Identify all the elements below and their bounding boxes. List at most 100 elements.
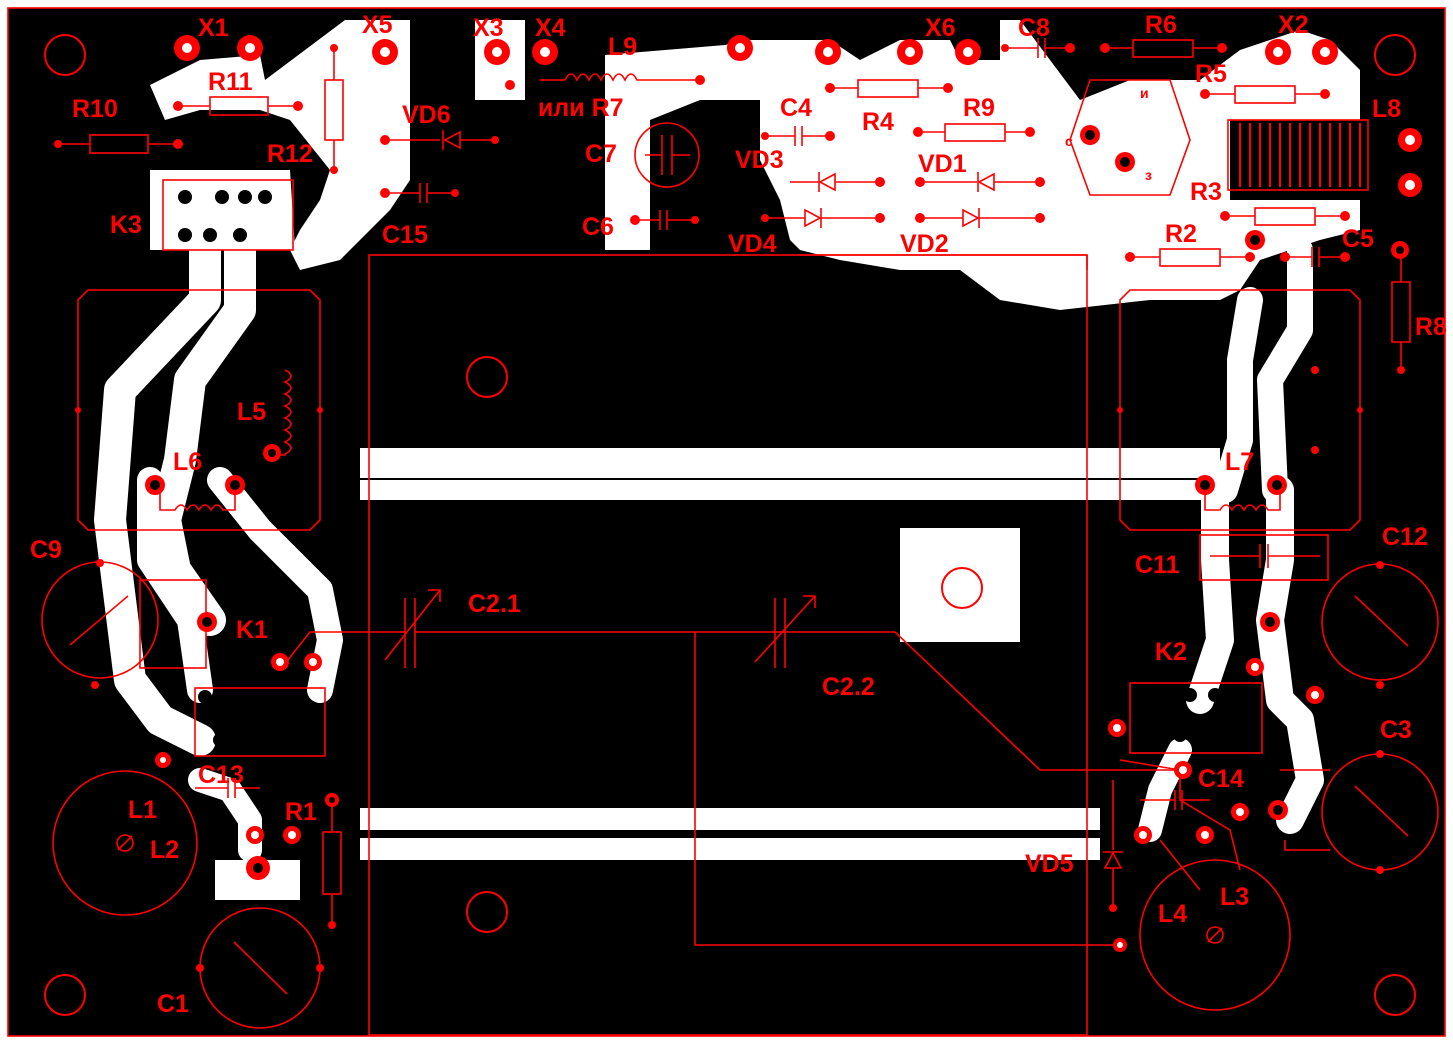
label-r8: R8 bbox=[1415, 313, 1447, 341]
capacitor-c7 bbox=[634, 122, 700, 188]
pad-x4 bbox=[532, 39, 558, 65]
diode-vd1 bbox=[920, 172, 1040, 192]
relay-pads bbox=[178, 190, 1247, 747]
label-l5: L5 bbox=[237, 398, 266, 426]
pad-top-mid2 bbox=[815, 39, 841, 65]
label-c2-1: C2.1 bbox=[468, 590, 521, 618]
label-l8: L8 bbox=[1372, 95, 1401, 123]
label-c15: C15 bbox=[382, 221, 428, 249]
capacitor-c11 bbox=[1210, 544, 1320, 568]
label-c8: C8 bbox=[1018, 14, 1050, 42]
board-outline bbox=[7, 7, 1446, 1037]
l8-choke bbox=[1227, 119, 1369, 191]
label-l4: L4 bbox=[1158, 900, 1187, 928]
transistor-outline bbox=[1069, 79, 1191, 196]
label-k2: K2 bbox=[1155, 638, 1187, 666]
capacitor-c15 bbox=[385, 183, 455, 203]
k2-relay-outline bbox=[1129, 682, 1263, 754]
label-c3: C3 bbox=[1380, 716, 1412, 744]
pin-mark-z: з bbox=[1145, 167, 1152, 183]
label-l1: L1 bbox=[128, 796, 157, 824]
label-x5: X5 bbox=[362, 11, 393, 39]
label-vd1: VD1 bbox=[918, 150, 967, 178]
pad-x1b bbox=[237, 35, 263, 61]
label-vd3: VD3 bbox=[735, 146, 784, 174]
pad-top-mid bbox=[727, 35, 753, 61]
label-r11: R11 bbox=[208, 68, 253, 96]
pin-mark-s: с bbox=[1065, 133, 1073, 149]
label-c9: C9 bbox=[30, 536, 62, 564]
enclosure-outline bbox=[368, 254, 1088, 1036]
label-c12: C12 bbox=[1382, 523, 1428, 551]
diode-vd3 bbox=[790, 172, 880, 192]
pad-x2 bbox=[1265, 39, 1291, 65]
pad-x6b bbox=[955, 39, 981, 65]
pad-x6 bbox=[897, 39, 923, 65]
label-c6: C6 bbox=[582, 213, 614, 241]
label-r6: R6 bbox=[1145, 11, 1177, 39]
mounting-hole bbox=[1374, 34, 1416, 76]
pad-x2b bbox=[1312, 39, 1338, 65]
pad-x5 bbox=[372, 39, 398, 65]
label-vd6: VD6 bbox=[402, 101, 451, 129]
pad-l8-a bbox=[1398, 128, 1422, 152]
label-r7: или R7 bbox=[538, 94, 624, 122]
k3-relay-outline bbox=[162, 179, 294, 251]
label-c1: C1 bbox=[157, 990, 189, 1018]
label-l7: L7 bbox=[1225, 448, 1254, 476]
pad-l8-b bbox=[1398, 173, 1422, 197]
label-r1: R1 bbox=[285, 798, 317, 826]
label-l3: L3 bbox=[1220, 883, 1249, 911]
variable-capacitor-c2-1 bbox=[279, 589, 895, 671]
label-r10: R10 bbox=[72, 95, 118, 123]
label-k1: K1 bbox=[236, 616, 268, 644]
inductor-l9 bbox=[540, 73, 700, 82]
label-x1: X1 bbox=[198, 14, 229, 42]
capacitor-c13 bbox=[195, 778, 260, 798]
k1-relay-outline bbox=[194, 687, 326, 757]
c11-outline bbox=[1199, 534, 1329, 581]
mounting-hole bbox=[1374, 974, 1416, 1016]
copper-layer bbox=[150, 20, 1360, 900]
label-c5: C5 bbox=[1342, 225, 1374, 253]
pad-ring bbox=[145, 125, 1409, 952]
label-x6: X6 bbox=[925, 14, 956, 42]
pad-generic bbox=[54, 43, 1405, 972]
right-module-outline bbox=[1119, 289, 1361, 531]
mounting-hole bbox=[44, 974, 86, 1016]
mounting-hole bbox=[941, 567, 983, 609]
inductor-l5 bbox=[275, 369, 292, 456]
mounting-holes bbox=[44, 34, 1416, 1016]
mounting-hole bbox=[466, 891, 508, 933]
component-labels: X1 X5 X3 X4 L9 или R7 X6 C8 R6 X2 R5 L8 … bbox=[30, 11, 1447, 1018]
pin-mark-i: и bbox=[1140, 85, 1149, 101]
diode-vd2 bbox=[920, 208, 1040, 228]
pad-x1 bbox=[174, 35, 200, 61]
inductor-l7 bbox=[1204, 490, 1281, 512]
label-x2: X2 bbox=[1278, 11, 1309, 39]
label-r4: R4 bbox=[862, 108, 894, 136]
diode-vd5 bbox=[1103, 780, 1123, 908]
label-x4: X4 bbox=[535, 14, 566, 42]
label-l6: L6 bbox=[173, 448, 202, 476]
label-l2: L2 bbox=[150, 836, 179, 864]
label-k3: K3 bbox=[110, 211, 142, 239]
capacitor-c14 bbox=[1140, 790, 1210, 810]
l3-l4-coil-outline bbox=[1139, 859, 1291, 1011]
l1-l2-coil-outline bbox=[52, 770, 198, 916]
mounting-hole bbox=[466, 356, 508, 398]
pad-x3 bbox=[484, 39, 510, 65]
label-vd4: VD4 bbox=[728, 230, 777, 258]
left-module-outline bbox=[77, 289, 321, 531]
label-c13: C13 bbox=[198, 761, 244, 789]
label-l9: L9 bbox=[608, 33, 637, 61]
label-c14: C14 bbox=[1198, 765, 1244, 793]
label-r3: R3 bbox=[1190, 178, 1222, 206]
label-r2: R2 bbox=[1165, 220, 1197, 248]
label-x3: X3 bbox=[473, 14, 504, 42]
label-r5: R5 bbox=[1195, 60, 1227, 88]
label-r9: R9 bbox=[963, 94, 995, 122]
l8-winding bbox=[1239, 123, 1361, 187]
label-vd5: VD5 bbox=[1025, 850, 1074, 878]
